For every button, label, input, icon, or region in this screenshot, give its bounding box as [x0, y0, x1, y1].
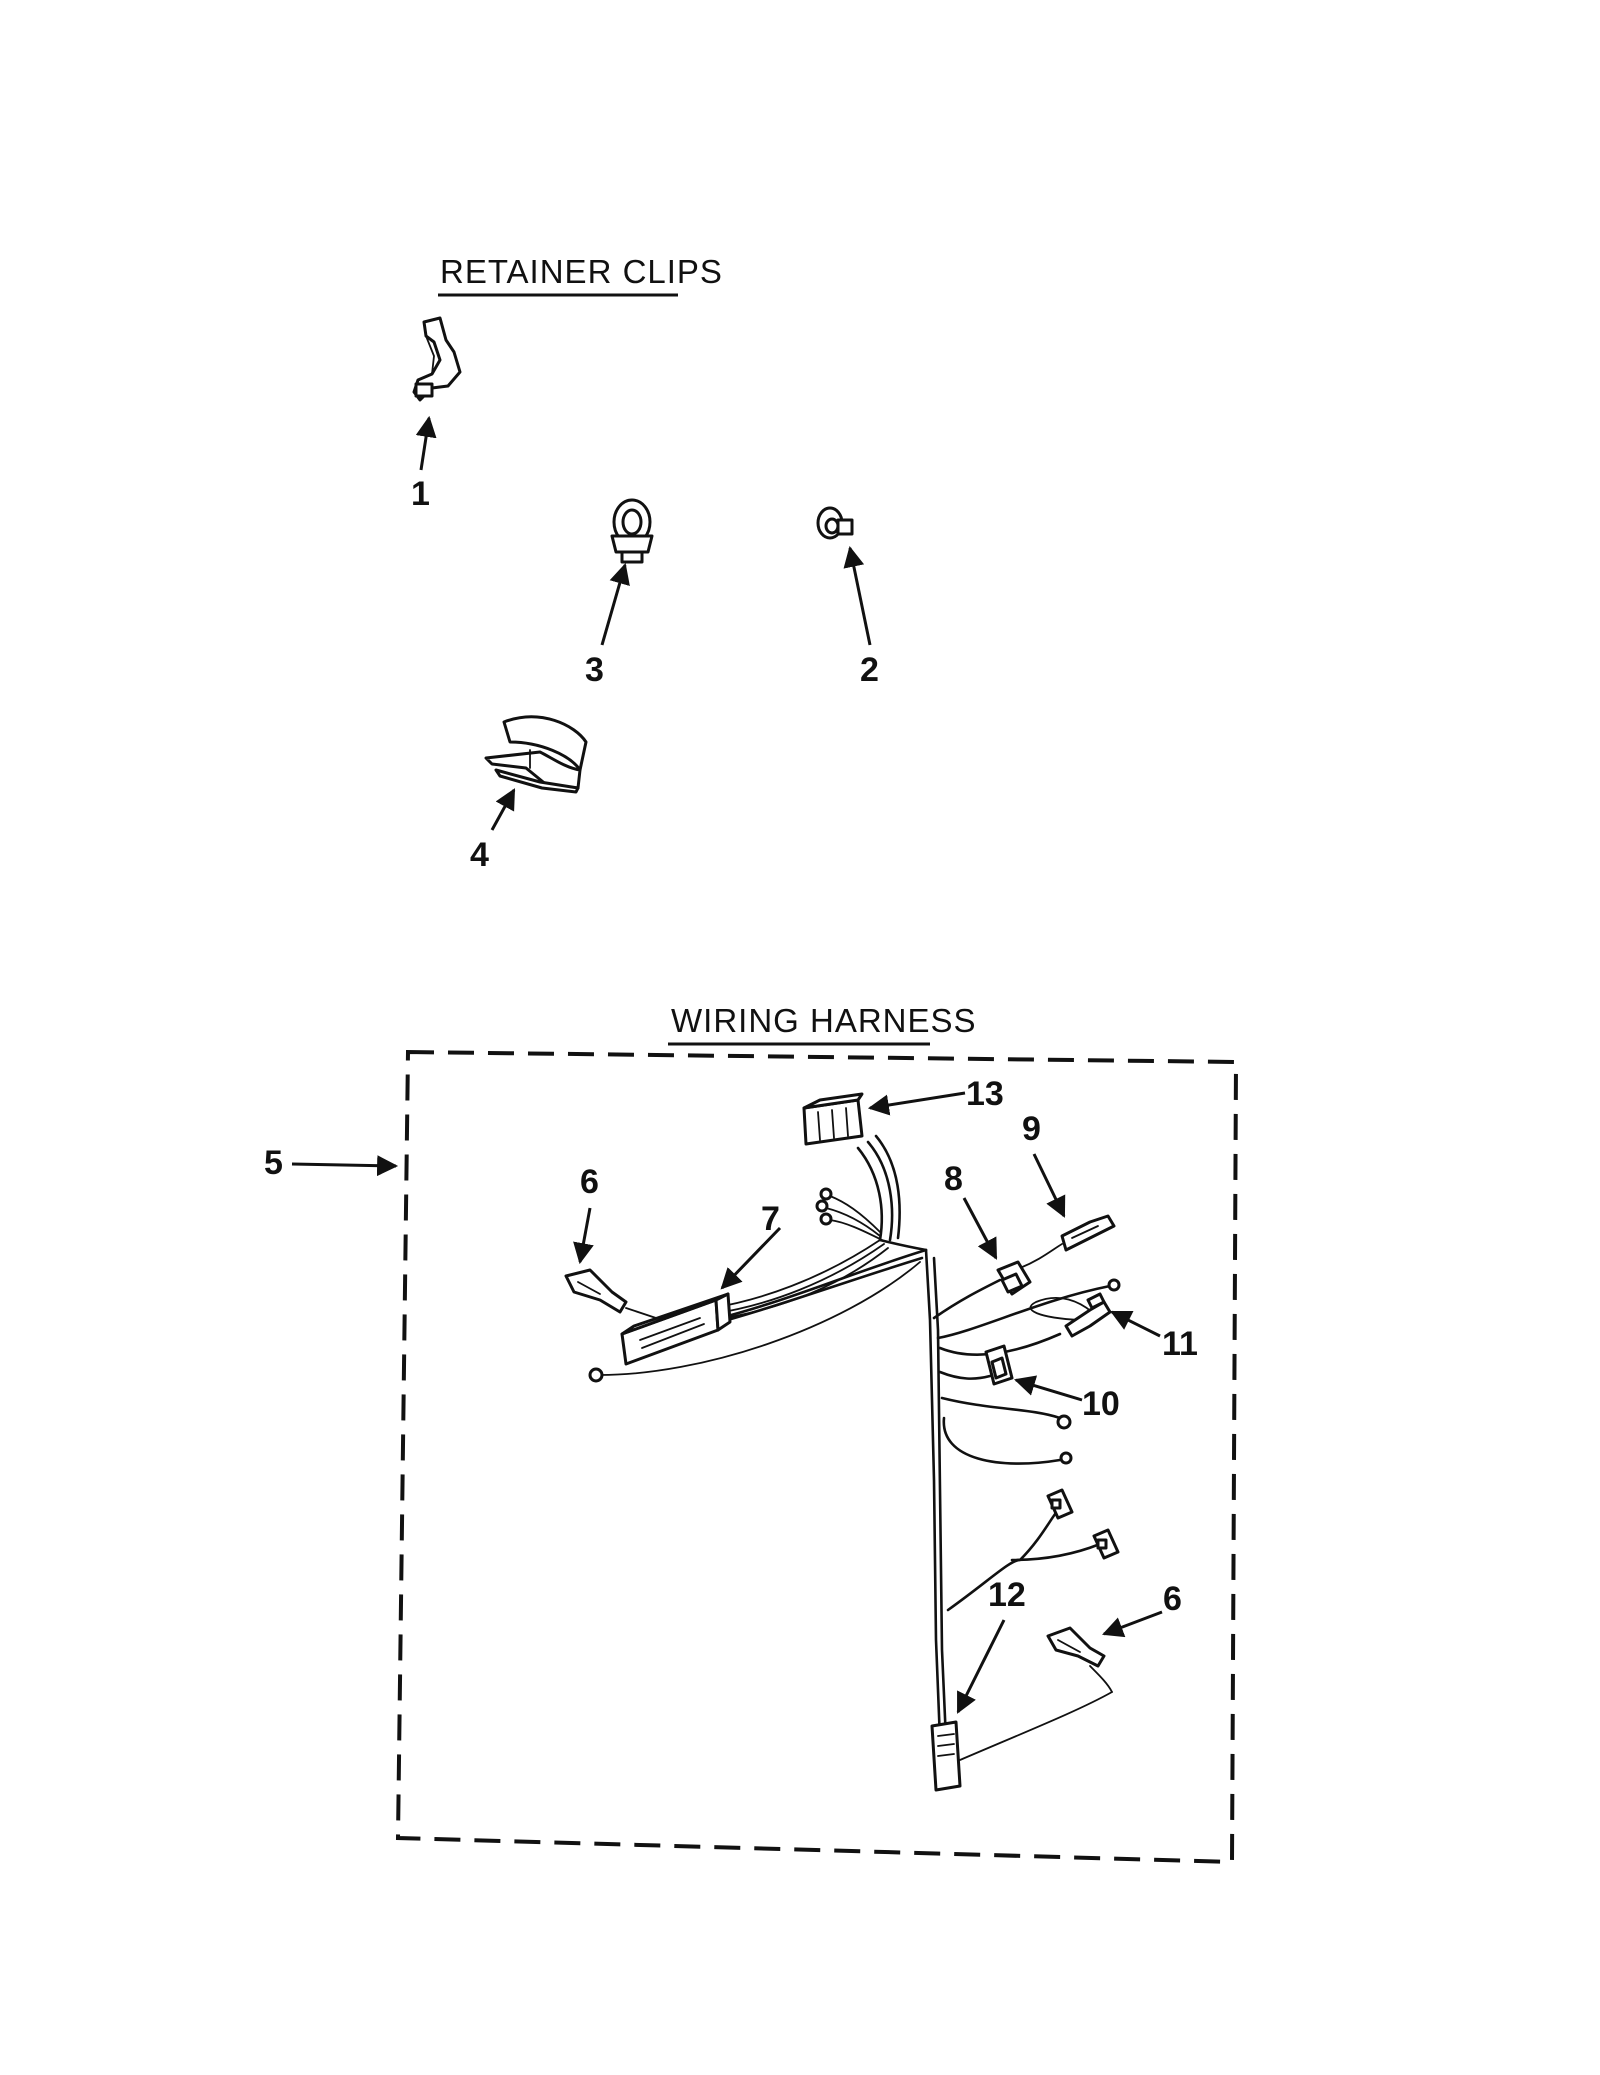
callout-3: 3: [585, 651, 604, 689]
leader-11: [1110, 1310, 1161, 1338]
terminal-6-left: [564, 1268, 657, 1319]
callout-7: 7: [761, 1200, 780, 1238]
callout-11: 11: [1162, 1325, 1198, 1363]
leader-9: [1032, 1153, 1066, 1218]
callout-2: 2: [860, 651, 879, 689]
callout-13: 13: [966, 1075, 1004, 1113]
connector-12: [930, 1720, 962, 1792]
leader-2: [843, 545, 872, 646]
retainer-clip-2: [816, 506, 854, 540]
leader-12: [956, 1619, 1006, 1714]
leader-6-right: [1102, 1610, 1163, 1638]
leader-5: [291, 1155, 399, 1177]
callout-4: 4: [470, 836, 489, 874]
leader-7: [720, 1226, 782, 1290]
spade-connector-lower: [1092, 1528, 1120, 1560]
callout-5: 5: [264, 1144, 283, 1182]
harness-kit-boundary: [395, 1049, 1239, 1865]
callout-9: 9: [1022, 1110, 1041, 1148]
connector-7: [620, 1292, 732, 1366]
leader-8: [962, 1197, 998, 1260]
retainer-clip-4: [484, 715, 588, 794]
callout-12: 12: [988, 1576, 1026, 1614]
callout-10: 10: [1082, 1385, 1120, 1423]
callout-6-right: 6: [1163, 1580, 1182, 1618]
leader-13: [867, 1091, 966, 1116]
connector-13: [802, 1092, 864, 1146]
leader-4: [490, 788, 516, 831]
leader-3: [600, 562, 630, 646]
retainer-clip-1: [412, 316, 462, 402]
connector-8: [996, 1260, 1032, 1296]
leader-10: [1013, 1375, 1083, 1402]
leader-6-left: [573, 1207, 594, 1265]
leader-1: [415, 415, 437, 471]
callout-6-left: 6: [580, 1163, 599, 1201]
terminal-11: [1064, 1292, 1112, 1338]
retainer-clip-3: [610, 498, 654, 564]
spade-connector-upper: [1046, 1488, 1074, 1520]
callout-8: 8: [944, 1160, 963, 1198]
terminal-9: [1060, 1214, 1116, 1252]
wiring-harness-heading: WIRING HARNESS: [671, 1002, 977, 1039]
wiring-harness-assembly: [588, 1134, 1121, 1761]
connector-10: [984, 1344, 1014, 1386]
retainer-clips-heading: RETAINER CLIPS: [440, 253, 723, 290]
terminal-6-right: [1046, 1626, 1106, 1668]
callout-1: 1: [411, 475, 430, 513]
